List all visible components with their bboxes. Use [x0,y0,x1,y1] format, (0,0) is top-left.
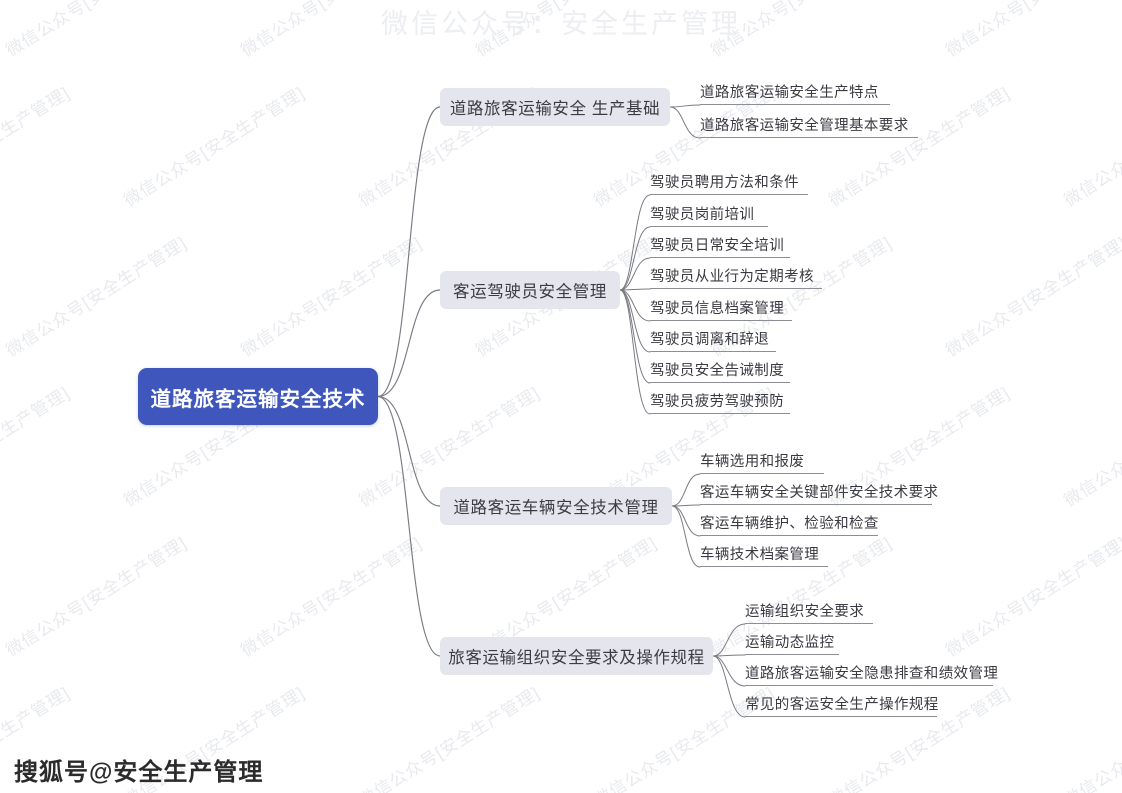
leaf-node-label: 道路旅客运输安全隐患排查和绩效管理 [745,666,999,682]
watermark-tile: 微信公众号[安全生产管理] [0,383,74,511]
leaf-node[interactable]: 驾驶员安全告诫制度 [650,358,790,383]
leaf-node[interactable]: 客运车辆维护、检验和检查 [700,511,878,536]
leaf-node-label: 车辆技术档案管理 [700,547,820,563]
leaf-node-label: 道路旅客运输安全生产特点 [700,85,879,101]
leaf-node-label: 驾驶员聘用方法和条件 [650,175,799,191]
connector-path [669,106,701,139]
watermark-tile: 微信公众号[安全生产管理] [1060,383,1122,511]
leaf-node[interactable]: 客运车辆安全关键部件安全技术要求 [700,480,938,505]
connector-path [619,194,651,291]
leaf-node-label: 驾驶员从业行为定期考核 [650,269,814,285]
connector-path [377,289,441,398]
connector-path [619,289,651,322]
branch-node-label: 道路客运车辆安全技术管理 [453,499,659,517]
watermark-tile: 微信公众号[安全生产管理] [1060,683,1122,793]
leaf-node[interactable]: 运输动态监控 [745,630,839,655]
branch-node-label: 旅客运输组织安全要求及操作规程 [448,649,705,667]
branch-node-3[interactable]: 道路客运车辆安全技术管理 [440,487,672,525]
connector-path [619,257,651,291]
connector-path [619,289,651,353]
connector-path [712,655,746,718]
watermark-tile: 微信公众号[安全生产管理] [940,0,1122,61]
footer-brand: 搜狐号@安全生产管理 [14,759,264,786]
connector-path [377,395,441,507]
leaf-node[interactable]: 驾驶员信息档案管理 [650,296,792,321]
leaf-node[interactable]: 道路旅客运输安全生产特点 [700,80,890,105]
leaf-node-label: 道路旅客运输安全管理基本要求 [700,118,909,134]
connector-path [377,106,441,398]
connector-path [712,654,746,657]
watermark-tile: 微信公众号[安全生产管理] [2,533,191,661]
leaf-node[interactable]: 常见的客运安全生产操作规程 [745,692,939,717]
branch-node-label: 客运驾驶员安全管理 [453,283,607,301]
leaf-node-label: 运输动态监控 [745,635,835,651]
leaf-node[interactable]: 驾驶员从业行为定期考核 [650,264,822,289]
leaf-node-label: 驾驶员疲劳驾驶预防 [650,394,785,410]
leaf-node[interactable]: 车辆技术档案管理 [700,542,828,567]
leaf-node[interactable]: 驾驶员调离和辞退 [650,327,776,352]
leaf-node-label: 常见的客运安全生产操作规程 [745,697,939,713]
connector-path [669,104,701,108]
watermark-tile: 微信公众号[安全生产管理] [2,233,191,361]
leaf-node-label: 车辆选用和报废 [700,454,805,470]
leaf-node[interactable]: 驾驶员聘用方法和条件 [650,170,808,195]
connector-path [671,473,701,507]
watermark-tile: 微信公众号[安全生产管理] [355,683,544,793]
watermark-tile: 微信公众号[安全生产管理] [237,233,426,361]
top-watermark: 微信公众号：安全生产管理 [381,9,741,39]
watermark-tile: 微信公众号[安全生产管理] [942,533,1122,661]
branch-node-2[interactable]: 客运驾驶员安全管理 [440,271,620,309]
connector-path [619,226,651,291]
connector-path [377,395,441,657]
connector-path [619,289,651,415]
watermark-tile: 微信公众号[安全生产管理] [942,233,1122,361]
leaf-node[interactable]: 车辆选用和报废 [700,449,824,474]
watermark-tile: 微信公众号[安全生产管理] [237,533,426,661]
leaf-node-label: 驾驶员安全告诫制度 [650,363,785,379]
leaf-node[interactable]: 道路旅客运输安全管理基本要求 [700,113,918,138]
connector-path [671,504,701,507]
watermark-tile: 微信公众号[安全生产管理] [120,83,309,211]
leaf-node-label: 驾驶员调离和辞退 [650,332,770,348]
branch-node-label: 道路旅客运输安全 生产基础 [449,100,661,118]
connector-path [712,655,746,687]
root-node-label: 道路旅客运输安全技术 [150,387,366,411]
leaf-node-label: 运输组织安全要求 [745,604,865,620]
root-node[interactable]: 道路旅客运输安全技术 [138,368,378,425]
connector-path [671,505,701,537]
connector-path [619,289,651,384]
leaf-node-label: 客运车辆安全关键部件安全技术要求 [700,485,939,501]
connector-path [671,505,701,568]
leaf-node-label: 客运车辆维护、检验和检查 [700,516,879,532]
branch-node-4[interactable]: 旅客运输组织安全要求及操作规程 [440,637,713,675]
leaf-node[interactable]: 驾驶员岗前培训 [650,202,768,227]
leaf-node-label: 驾驶员信息档案管理 [650,301,785,317]
connector-path [712,623,746,657]
leaf-node[interactable]: 运输组织安全要求 [745,599,873,624]
branch-node-1[interactable]: 道路旅客运输安全 生产基础 [440,88,670,126]
watermark-tile: 微信公众号[安全生产管理] [1060,83,1122,211]
leaf-node[interactable]: 驾驶员日常安全培训 [650,233,790,258]
leaf-node-label: 驾驶员日常安全培训 [650,238,785,254]
watermark-tile: 微信公众号[安全生产管理] [0,83,74,211]
watermark-tile: 微信公众号[安全生产管理] [0,0,191,61]
leaf-node[interactable]: 驾驶员疲劳驾驶预防 [650,389,790,414]
leaf-node[interactable]: 道路旅客运输安全隐患排查和绩效管理 [745,661,998,686]
leaf-node-label: 驾驶员岗前培训 [650,207,755,223]
connector-path [619,288,651,291]
